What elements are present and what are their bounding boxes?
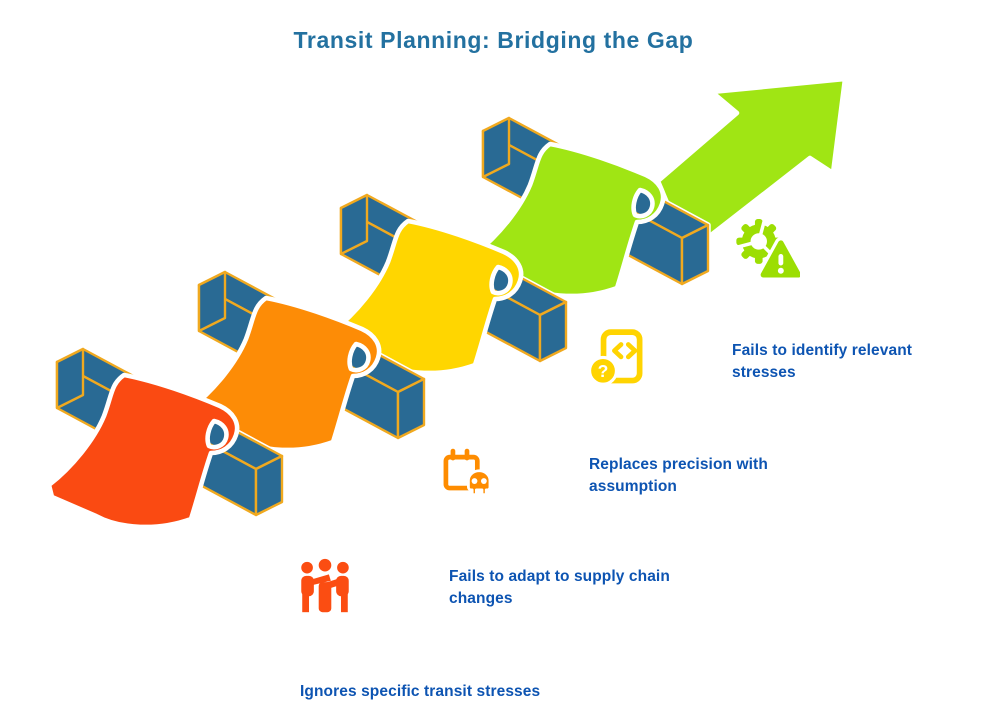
gear-warning-icon: [730, 213, 800, 283]
annotation-label-2: Fails to adapt to supply chain changes: [449, 568, 670, 607]
annotation-label-3: Replaces precision with assumption: [589, 456, 768, 495]
page-title: Transit Planning: Bridging the Gap: [293, 27, 694, 53]
calendar-skull-icon: [437, 444, 497, 504]
annotation-label-4: Fails to identify relevant stresses: [732, 342, 913, 381]
question-glyph: ?: [598, 361, 609, 381]
document-code-question-icon: ?: [586, 328, 652, 394]
annotation-label-1: Ignores specific transit stresses: [300, 683, 541, 700]
people-helping-icon: [294, 556, 356, 618]
